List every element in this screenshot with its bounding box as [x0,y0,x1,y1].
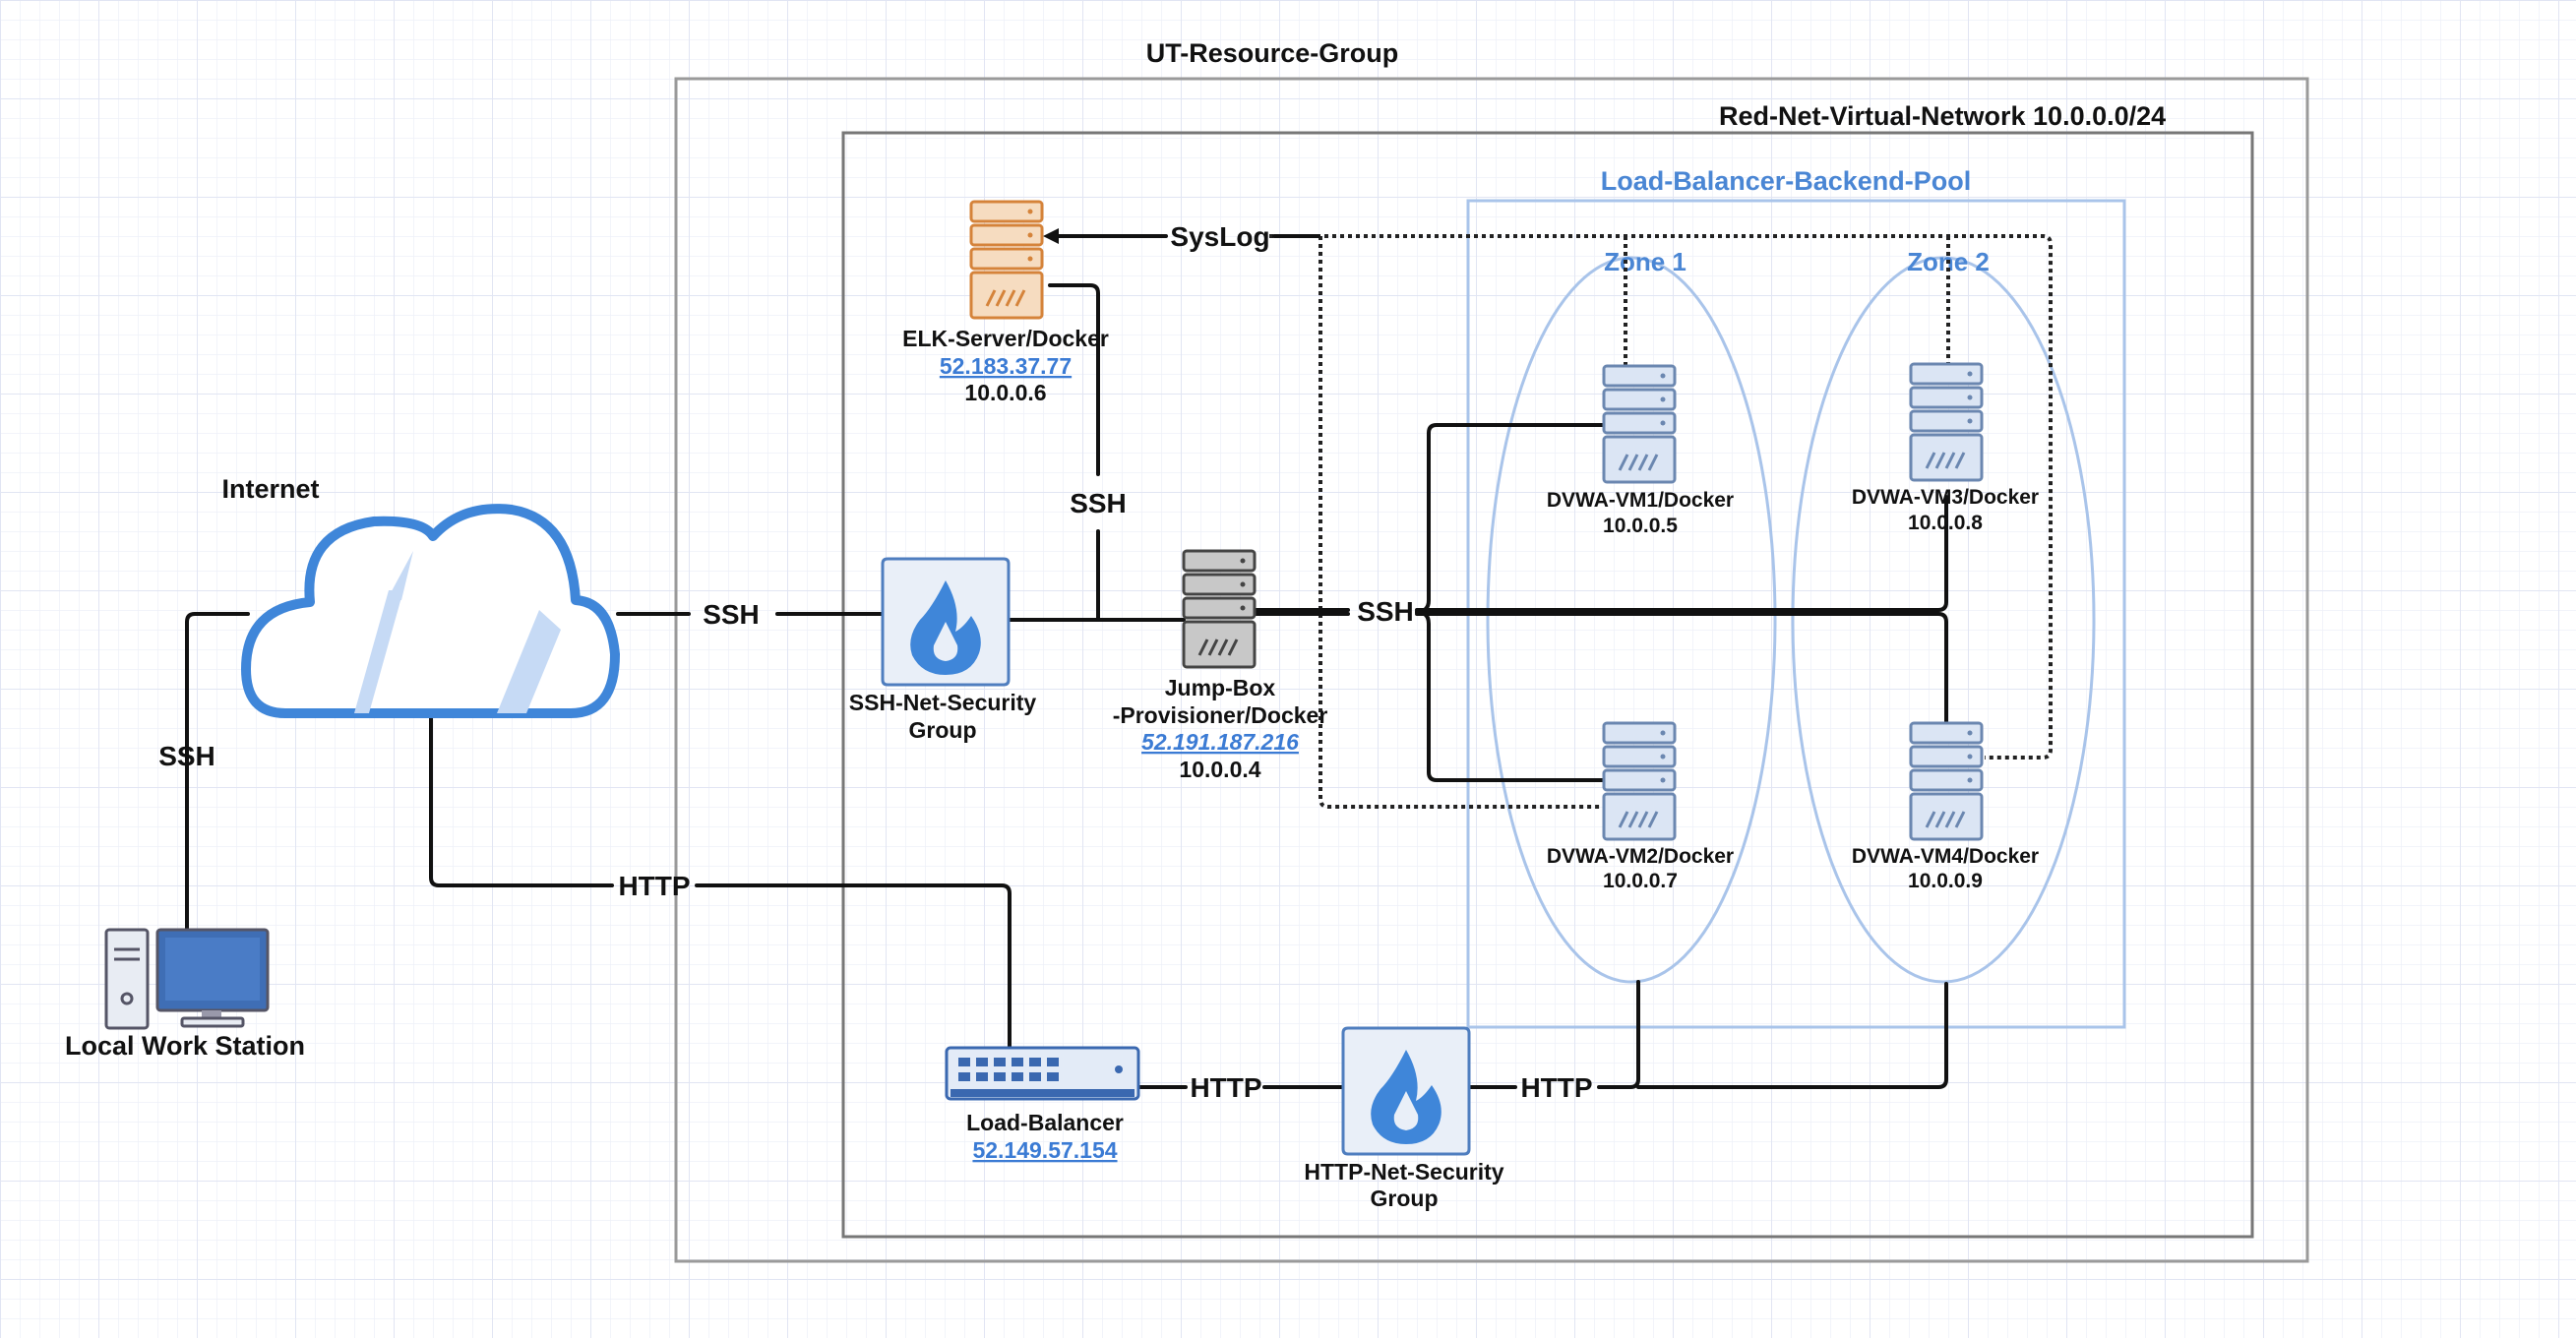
server-icon [1909,362,1984,482]
lb-public-ip[interactable]: 52.149.57.154 [972,1137,1117,1163]
syslog-dotted-lines [1269,234,2053,809]
vm3-ip: 10.0.0.8 [1908,512,1983,534]
http-nsg-node: HTTP-Net-Security Group [1304,1026,1504,1211]
jumpbox-node: Jump-Box -Provisioner/Docker 52.191.187.… [1113,549,1328,782]
jumpbox-private-ip: 10.0.0.4 [1179,757,1260,782]
ssh-internet-label: SSH [703,599,760,630]
load-balancer-icon [945,1046,1140,1101]
backend-pool-title: Load-Balancer-Backend-Pool [1601,166,1972,196]
ssh-elk-label: SSH [1070,488,1127,518]
internet-node: Internet [221,474,620,718]
vm2-name: DVWA-VM2/Docker [1547,845,1734,868]
server-icon [1602,721,1677,841]
ssh-vms-label: SSH [1357,596,1414,627]
vm4-ip: 10.0.0.9 [1908,870,1983,892]
resource-group-title: UT-Resource-Group [1146,38,1399,68]
vm2-ip: 10.0.0.7 [1603,870,1678,892]
vnet-title: Red-Net-Virtual-Network 10.0.0.0/24 [1719,101,2166,131]
firewall-icon [881,557,1011,687]
server-icon [969,200,1044,320]
jumpbox-public-ip[interactable]: 52.191.187.216 [1141,729,1299,755]
zone1-label: Zone 1 [1604,247,1687,276]
zone1-ellipse [1486,256,1777,984]
workstation-node: Local Work Station [65,928,305,1061]
vnet-container: Red-Net-Virtual-Network 10.0.0.0/24 [841,101,2254,1239]
http-nsg-line2: Group [1371,1186,1439,1211]
internet-label: Internet [221,474,319,504]
elk-private-ip: 10.0.0.6 [964,380,1046,405]
desktop-computer-icon [104,928,270,1030]
ssh-nsg-line2: Group [909,717,977,743]
vm3-node: DVWA-VM3/Docker 10.0.0.8 [1852,362,2039,534]
elk-name: ELK-Server/Docker [902,326,1109,351]
server-icon [1909,721,1984,841]
ssh-nsg-line1: SSH-Net-Security [849,690,1037,715]
elk-server-node: ELK-Server/Docker 52.183.37.77 10.0.0.6 [902,200,1109,405]
ssh-nsg-node: SSH-Net-Security Group [849,557,1037,743]
vm1-node: DVWA-VM1/Docker 10.0.0.5 [1547,364,1734,537]
zone2-ellipse [1791,256,2096,984]
syslog-edge: SysLog [1043,221,1320,252]
server-icon [1602,364,1677,484]
firewall-icon [1341,1026,1471,1156]
http-vms-label: HTTP [1520,1072,1592,1103]
vm4-name: DVWA-VM4/Docker [1852,845,2039,868]
arrow-head-icon [1043,228,1059,244]
ssh-workstation-label: SSH [158,741,215,771]
vm4-node: DVWA-VM4/Docker 10.0.0.9 [1852,721,2039,892]
http-lb-label: HTTP [1190,1072,1261,1103]
vm2-node: DVWA-VM2/Docker 10.0.0.7 [1547,721,1734,892]
http-internet-label: HTTP [618,871,690,901]
resource-group-container: UT-Resource-Group [674,38,2309,1263]
syslog-label: SysLog [1170,221,1269,252]
server-icon [1182,549,1257,669]
connection-wires [185,283,1948,1089]
vm3-name: DVWA-VM3/Docker [1852,486,2039,509]
jumpbox-line2: -Provisioner/Docker [1113,702,1328,728]
vm1-name: DVWA-VM1/Docker [1547,489,1734,512]
vm1-ip: 10.0.0.5 [1603,515,1678,537]
workstation-label: Local Work Station [65,1031,305,1061]
http-nsg-line1: HTTP-Net-Security [1304,1159,1503,1185]
elk-public-ip[interactable]: 52.183.37.77 [940,353,1072,379]
load-balancer-node: Load-Balancer 52.149.57.154 [945,1046,1140,1163]
jumpbox-line1: Jump-Box [1165,675,1276,700]
lb-name: Load-Balancer [966,1110,1124,1135]
